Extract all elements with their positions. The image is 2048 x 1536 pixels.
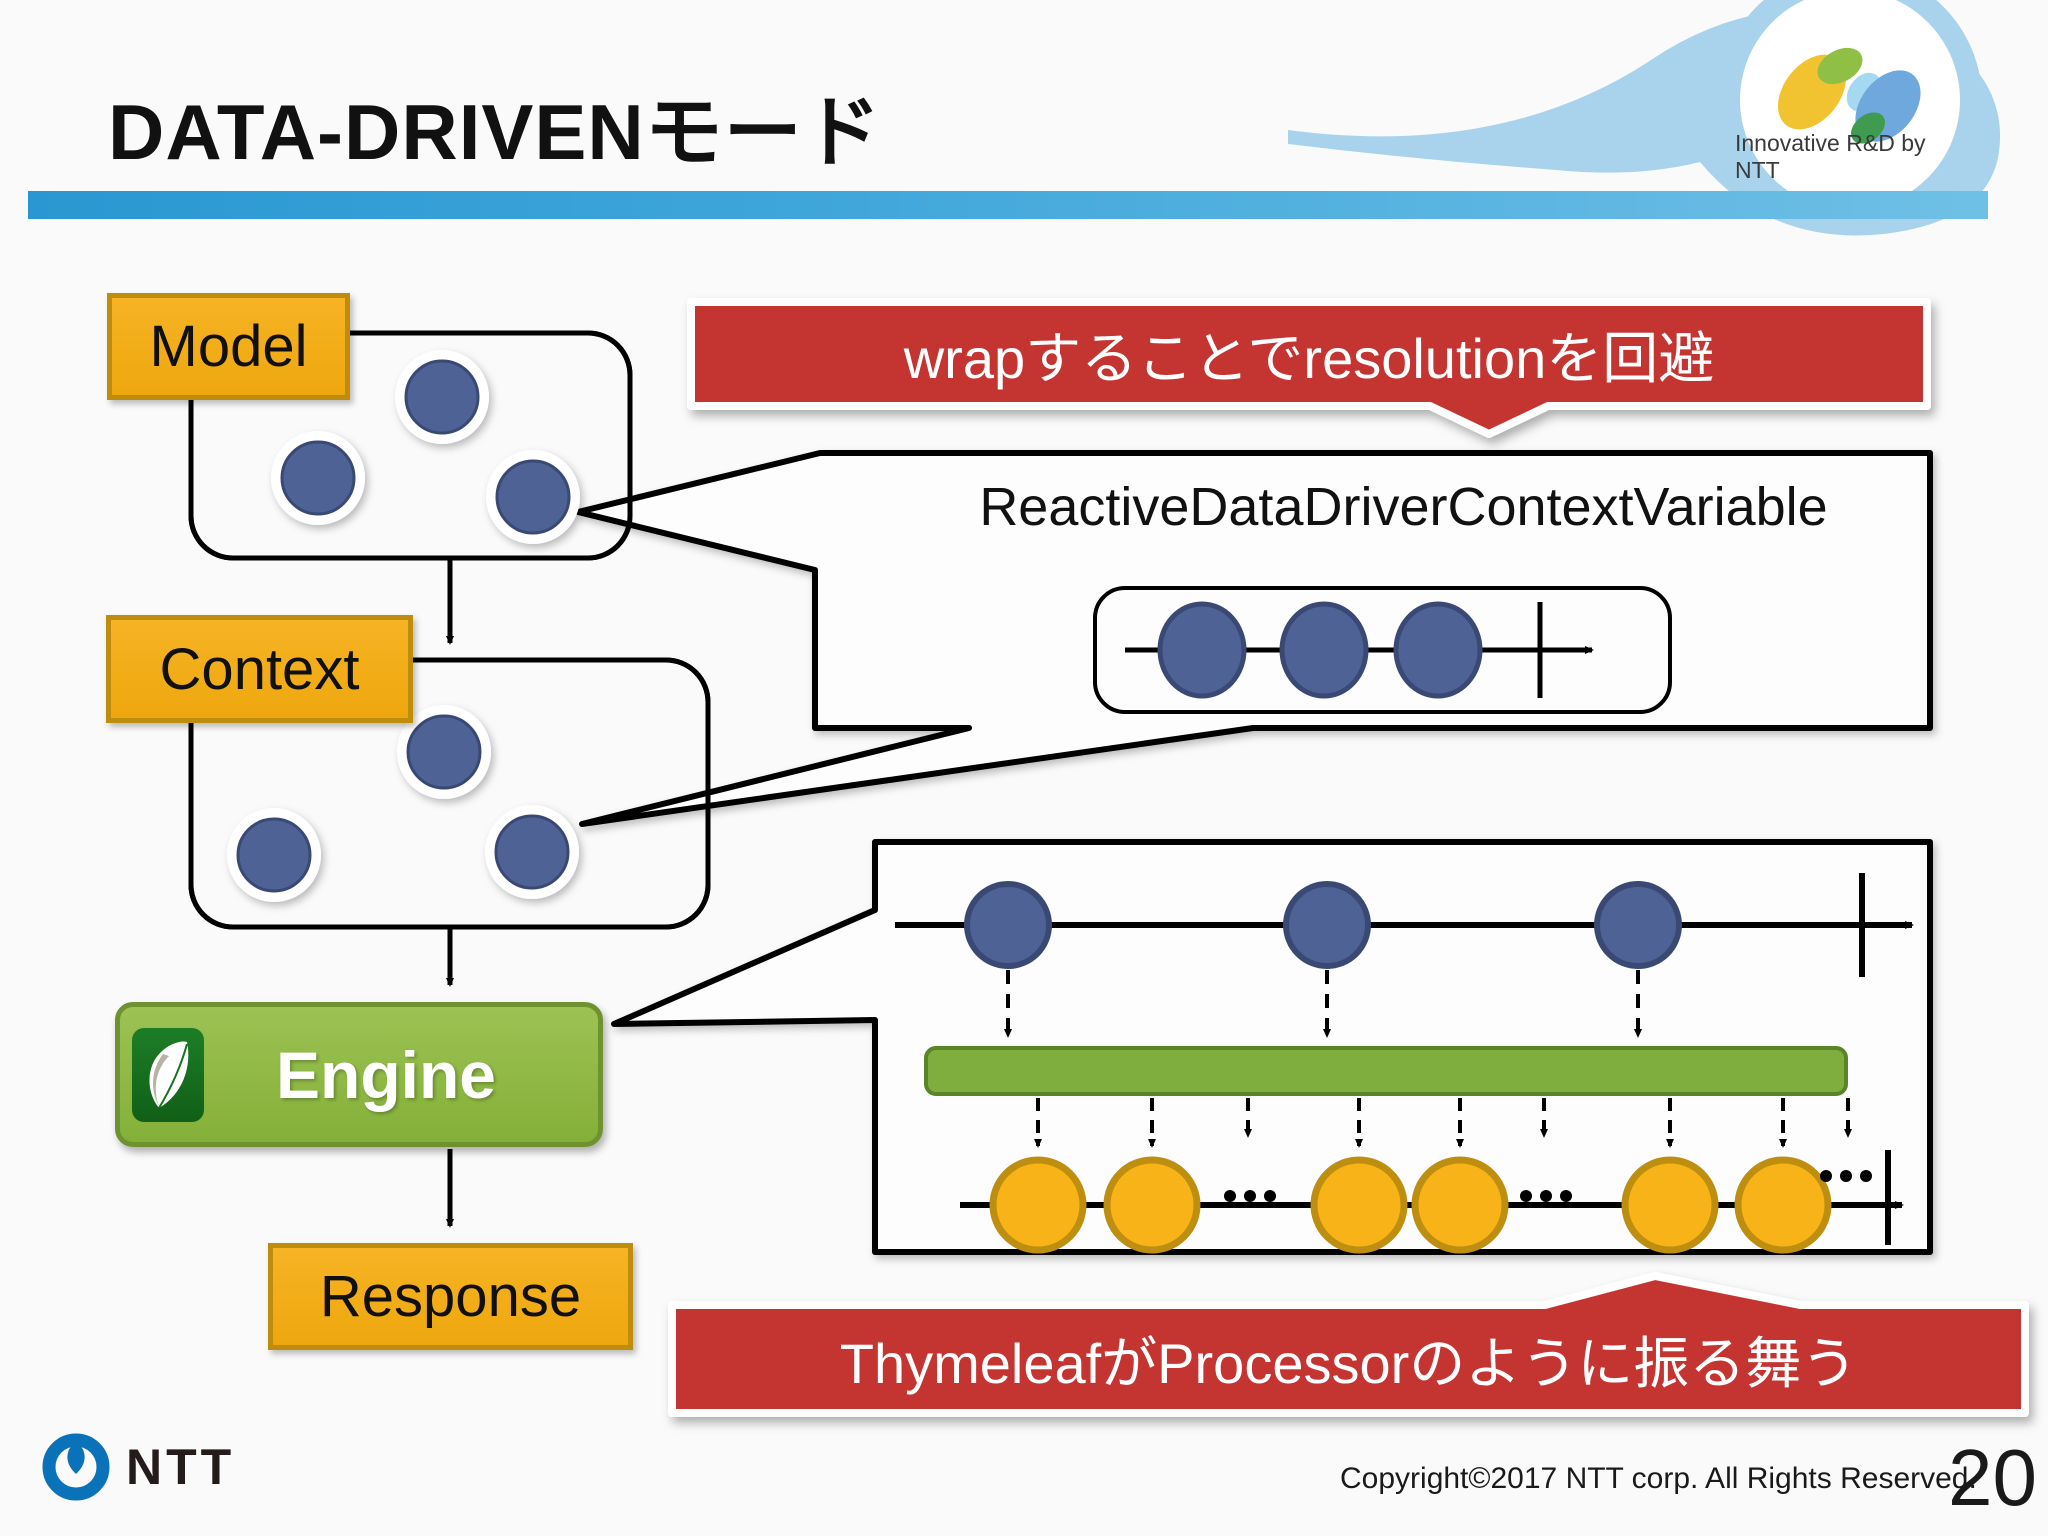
copyright-text: Copyright©2017 NTT corp. All Rights Rese… (1340, 1462, 1977, 1495)
page-title: DATA-DRIVENモード (108, 88, 882, 176)
engine-output-stream (960, 1098, 1904, 1254)
model-node: Model (107, 293, 350, 400)
innovative-rd-tagline: Innovative R&D by NTT (1735, 130, 1926, 183)
ntt-logo-icon (42, 1433, 110, 1501)
ntt-rd-mark-icon (1778, 47, 1921, 144)
engine-node-label: Engine (275, 1037, 496, 1112)
context-node: Context (106, 615, 413, 723)
ellipsis-dots (1224, 1170, 1872, 1202)
engine-input-stream (895, 873, 1914, 1038)
thymeleaf-banner-text: ThymeleafがProcessorのように振る舞う (839, 1331, 1858, 1395)
title-underline-bar (28, 191, 1988, 219)
thymeleaf-leaf-icon (132, 1027, 204, 1122)
context-data-items (227, 705, 579, 902)
context-node-label: Context (159, 636, 360, 702)
thymeleaf-banner-shape (668, 1272, 2029, 1417)
wrapped-stream (1093, 586, 1672, 714)
wrap-banner-shape (687, 298, 1931, 438)
response-node-label: Response (319, 1264, 582, 1329)
model-node-label: Model (149, 314, 308, 379)
wrap-banner-text: wrapすることでresolutionを回避 (903, 326, 1715, 390)
engine-node: Engine (115, 1002, 603, 1147)
innovative-rd-logo (1288, 0, 2001, 236)
processing-bar (924, 1046, 1848, 1096)
ntt-logo-text: NTT (126, 1439, 236, 1495)
response-node: Response (268, 1243, 633, 1350)
page-number: 20 (1948, 1433, 2037, 1522)
reactive-variable-label: ReactiveDataDriverContextVariable (979, 477, 1828, 537)
model-data-items (271, 350, 580, 544)
